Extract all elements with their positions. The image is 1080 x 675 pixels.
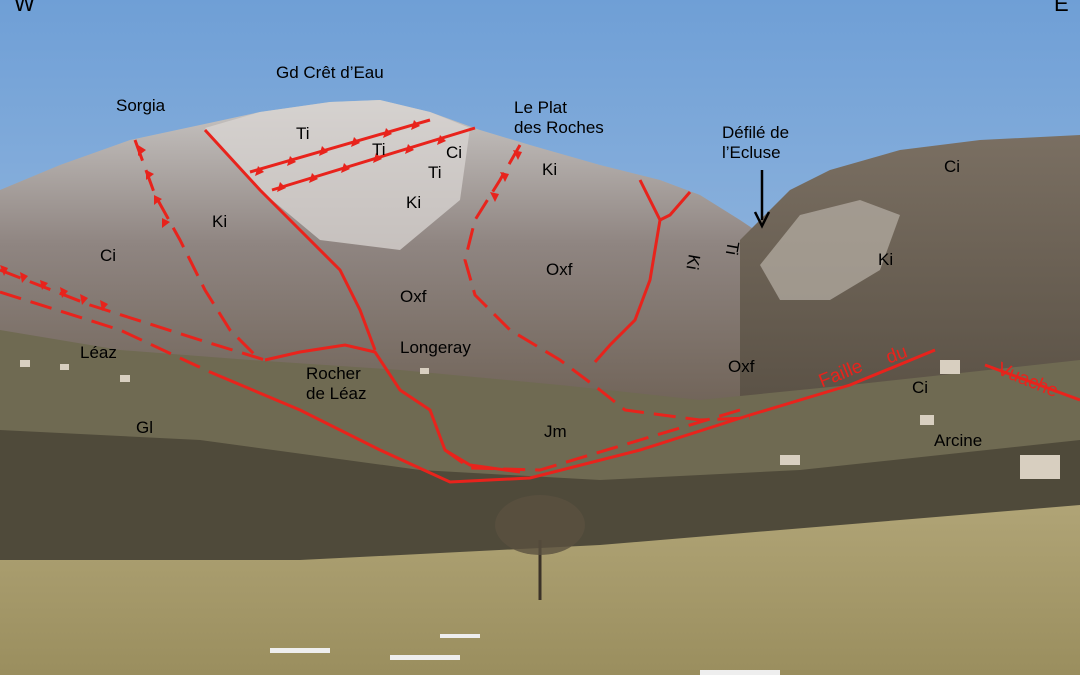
formation-ci: Ci (912, 378, 929, 397)
main-fault (209, 348, 936, 484)
formation-ti: Ti (296, 124, 310, 143)
east-label: E (1054, 0, 1069, 16)
formation-oxf: Oxf (400, 287, 427, 306)
formation-gl: Gl (136, 418, 153, 437)
locality-gd-cret-deau: Gd Crêt d’Eau (276, 63, 384, 82)
locality-longeray: Longeray (400, 338, 471, 357)
down-arrow-icon (753, 170, 771, 229)
formation-ci: Ci (446, 143, 463, 162)
lower-dashed-fault (444, 408, 741, 472)
vuache-fault (984, 363, 1080, 402)
formation-ti: Ti (428, 163, 442, 182)
snow-patches (270, 634, 780, 675)
plat-des-roches-fault (463, 144, 751, 422)
formation-jm: Jm (544, 422, 567, 441)
formation-ki-rotated: Ki (682, 252, 704, 272)
thrust-teeth (0, 120, 522, 311)
cliff-face (760, 200, 900, 300)
formation-ti: Ti (372, 140, 386, 159)
thrust-fault-upper (249, 118, 431, 174)
lone-tree (495, 495, 585, 600)
formation-ci: Ci (944, 157, 961, 176)
locality-sorgia: Sorgia (116, 96, 166, 115)
village-houses (20, 360, 1060, 479)
locality-rocher-de-leaz: Rocher de Léaz (306, 364, 367, 403)
locality-leaz: Léaz (80, 343, 117, 362)
fault-lines (0, 118, 1080, 484)
formation-ki: Ki (878, 250, 894, 269)
summit-limestone (205, 100, 470, 250)
locality-defile-de-lecluse: Défilé de l’Ecluse (722, 123, 790, 162)
summit-fault (203, 128, 377, 351)
locality-le-plat-des-roches: Le Plat des Roches (514, 98, 604, 137)
right-mountain (740, 135, 1080, 400)
longeray-fault-west (593, 179, 662, 363)
locality-arcine: Arcine (934, 431, 983, 450)
rocher-de-leaz-fault (264, 343, 521, 474)
western-thrust (0, 268, 266, 362)
formation-oxf: Oxf (546, 260, 573, 279)
formation-ki: Ki (212, 212, 228, 231)
formation-ki: Ki (406, 193, 422, 212)
formation-ki: Ki (542, 160, 558, 179)
longeray-fault-east (659, 191, 692, 222)
formation-ci: Ci (100, 246, 117, 265)
leaz-fault (0, 290, 211, 374)
sorgia-thrust (133, 139, 262, 362)
left-massif (0, 100, 770, 420)
west-label: W (14, 0, 35, 16)
formation-oxf: Oxf (728, 357, 755, 376)
